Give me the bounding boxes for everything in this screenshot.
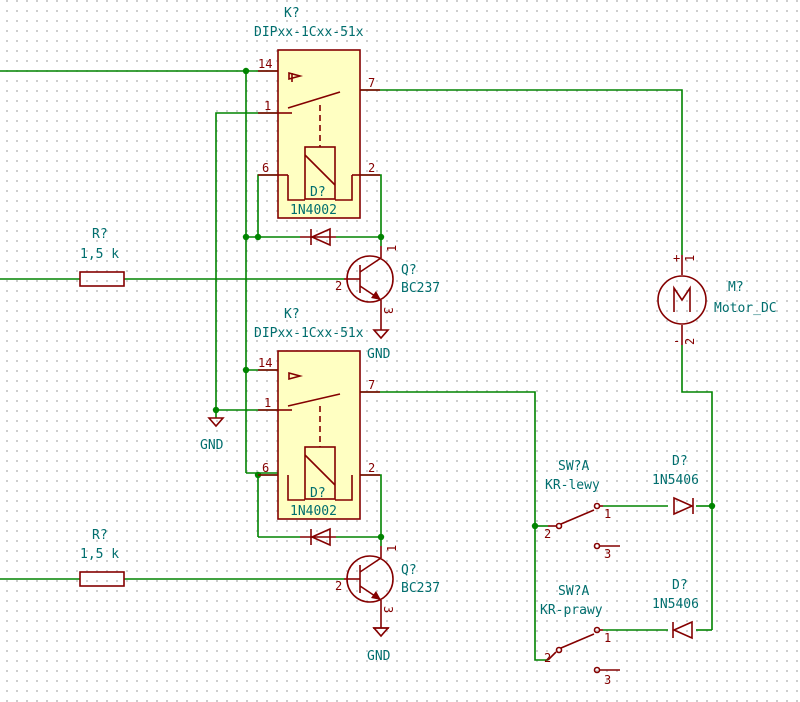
- relay-bottom-pin1: 1: [264, 396, 271, 410]
- resistor-bottom-ref: R?: [92, 528, 108, 543]
- relay-bottom-diode-value: 1N4002: [290, 504, 337, 519]
- relay-top-ref: K?: [284, 6, 300, 21]
- diode-bottom-ref: D?: [672, 578, 688, 593]
- relay-bottom[interactable]: K? DIPxx-1Cxx-51x 14 1 7 6 2 D? 1N4002: [254, 307, 380, 520]
- relay-top-value: DIPxx-1Cxx-51x: [254, 25, 364, 40]
- motor-minus: -: [673, 334, 680, 348]
- gnd-left: GND: [200, 417, 225, 453]
- transistor-bottom-pin-b: 2: [335, 579, 342, 593]
- switch-right-ref: SW?A: [558, 584, 589, 599]
- flyback-diode-top[interactable]: [300, 227, 336, 247]
- switch-left-pin3: 3: [604, 547, 611, 561]
- junction-dot: [212, 406, 220, 414]
- resistor-bottom[interactable]: R? 1,5 k: [79, 528, 125, 587]
- relay-top-pin14: 14: [258, 57, 272, 71]
- diode-bottom[interactable]: D? 1N5406: [652, 578, 699, 640]
- relay-bottom-diode-ref: D?: [310, 486, 326, 501]
- relay-bottom-pin6: 6: [262, 461, 269, 475]
- junction-dot: [254, 233, 262, 241]
- diode-bottom-value: 1N5406: [652, 597, 699, 612]
- junction-dot: [377, 533, 385, 541]
- resistor-bottom-value: 1,5 k: [80, 547, 119, 562]
- relay-top-diode-value: 1N4002: [290, 203, 337, 218]
- junction-dot: [708, 502, 716, 510]
- motor-pin2: 2: [683, 338, 697, 345]
- junction-dot: [377, 233, 385, 241]
- relay-coil: [304, 146, 336, 200]
- diode-top-ref: D?: [672, 454, 688, 469]
- switch-right-pin1: 1: [604, 631, 611, 645]
- junction-dot: [531, 522, 539, 530]
- transistor-top-pin-b: 2: [335, 279, 342, 293]
- switch-left-ref: SW?A: [558, 459, 589, 474]
- motor-pin1: 1: [683, 255, 697, 262]
- relay-top-pin7: 7: [368, 76, 375, 90]
- switch-left-pin2: 2: [544, 527, 551, 541]
- junctions: [212, 67, 716, 541]
- junction-dot: [242, 366, 250, 374]
- transistor-top-ref: Q?: [401, 263, 417, 278]
- relay-top[interactable]: K? DIPxx-1Cxx-51x 14 1 7 6 2 D? 1N4002: [254, 6, 380, 219]
- transistor-top-value: BC237: [401, 281, 440, 296]
- diode-top-value: 1N5406: [652, 473, 699, 488]
- switch-left-pin1: 1: [604, 507, 611, 521]
- switch-right-value: KR-prawy: [540, 603, 603, 618]
- relay-coil: [304, 446, 336, 500]
- transistor-bottom-pin-e: 3: [381, 606, 395, 613]
- transistor-bottom-value: BC237: [401, 581, 440, 596]
- relay-bottom-pin2: 2: [368, 461, 375, 475]
- switch-left[interactable]: 2 1 3 SW?A KR-lewy: [544, 459, 620, 561]
- gnd-label: GND: [200, 438, 224, 453]
- relay-top-pin1: 1: [264, 99, 271, 113]
- resistor-top-value: 1,5 k: [80, 247, 119, 262]
- resistor-top[interactable]: R? 1,5 k: [79, 227, 125, 287]
- relay-top-pin2: 2: [368, 161, 375, 175]
- motor-ref: M?: [728, 280, 744, 295]
- relay-bottom-ref: K?: [284, 307, 300, 322]
- switch-right-pin2: 2: [544, 651, 551, 665]
- motor-value: Motor_DC: [714, 301, 777, 316]
- motor-plus: +: [673, 251, 680, 265]
- transistor-bottom[interactable]: 1 2 3 Q? BC237 GND: [335, 545, 440, 664]
- transistor-top[interactable]: 1 2 3 Q? BC237 GND: [335, 245, 440, 362]
- transistor-top-pin-e: 3: [381, 307, 395, 314]
- relay-top-pin6: 6: [262, 161, 269, 175]
- junction-dot: [242, 67, 250, 75]
- switch-left-value: KR-lewy: [545, 478, 600, 493]
- relay-top-diode-ref: D?: [310, 185, 326, 200]
- relay-bottom-value: DIPxx-1Cxx-51x: [254, 326, 364, 341]
- transistor-bottom-pin-c: 1: [385, 545, 399, 552]
- switch-right-pin3: 3: [604, 673, 611, 687]
- relay-bottom-pin14: 14: [258, 356, 272, 370]
- flyback-diode-bottom[interactable]: [300, 527, 336, 547]
- relay-bottom-pin7: 7: [368, 378, 375, 392]
- transistor-top-pin-c: 1: [385, 245, 399, 252]
- gnd-label: GND: [367, 649, 391, 664]
- diode-top[interactable]: D? 1N5406: [652, 454, 699, 516]
- junction-dot: [242, 233, 250, 241]
- motor[interactable]: + 1 - 2 M? Motor_DC: [657, 251, 777, 348]
- transistor-bottom-ref: Q?: [401, 563, 417, 578]
- resistor-top-ref: R?: [92, 227, 108, 242]
- gnd-label: GND: [367, 347, 391, 362]
- switch-right[interactable]: 2 1 3 SW?A KR-prawy: [540, 584, 620, 687]
